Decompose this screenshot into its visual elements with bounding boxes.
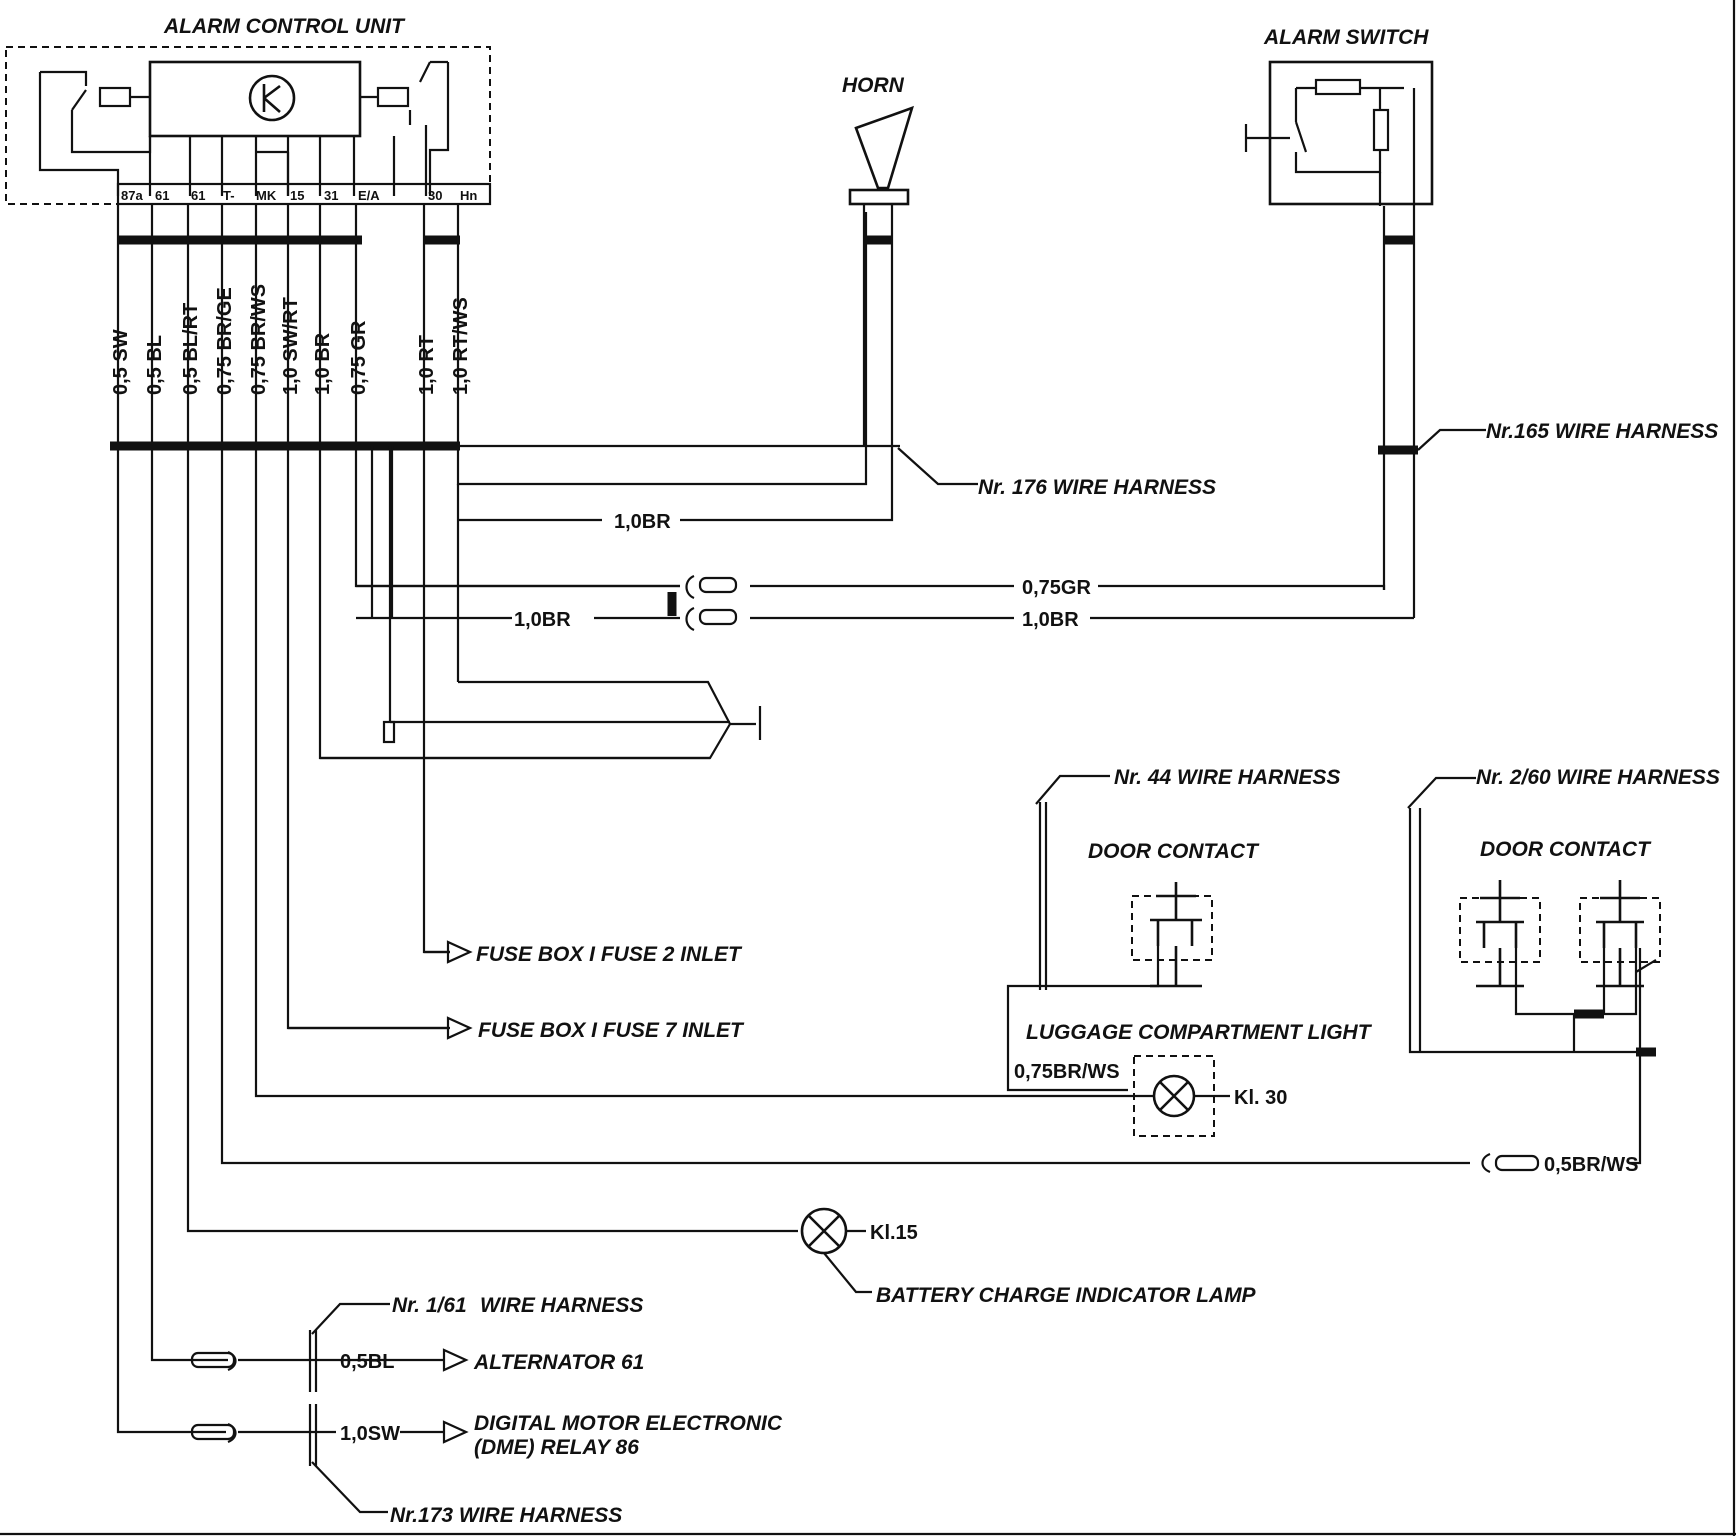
dest-fuse7: FUSE BOX I FUSE 7 INLET (478, 1019, 745, 1042)
pin-87a: 87a (121, 188, 143, 203)
wire-075-brge: 0,75 BR/GE (214, 287, 236, 395)
dest-dme-line1: DIGITAL MOTOR ELECTRONIC (474, 1412, 783, 1435)
harness-nr161-text: WIRE HARNESS (480, 1294, 643, 1317)
door-contact-2-title: DOOR CONTACT (1480, 838, 1652, 861)
kl15: Kl.15 (870, 1222, 918, 1244)
luggage-light (1133, 1055, 1230, 1137)
battery-charge-lamp (800, 1207, 872, 1294)
pin-31: 31 (324, 188, 338, 203)
harness-nr165: Nr.165 WIRE HARNESS (1486, 420, 1718, 443)
wire-10-rt: 1,0 RT (416, 335, 438, 395)
pin-t: T- (223, 188, 235, 203)
wire-label-br-switch: 1,0BR (1022, 609, 1079, 631)
connector-block (667, 574, 738, 632)
harness-nr173 (190, 1404, 469, 1514)
dest-fuse2: FUSE BOX I FUSE 2 INLET (476, 943, 743, 966)
wire-05-sw: 0,5 SW (110, 329, 132, 395)
pin-mk: MK (256, 188, 277, 203)
harness-nr44: Nr. 44 WIRE HARNESS (1114, 766, 1340, 789)
pin-61a: 61 (155, 188, 169, 203)
wire-label-bl-alt: 0,5BL (340, 1351, 394, 1373)
door-contact-1 (1116, 882, 1213, 988)
harness-nr173: Nr.173 WIRE HARNESS (390, 1504, 622, 1527)
dest-dme-line2: (DME) RELAY 86 (474, 1436, 639, 1459)
wire-label-br-left: 1,0BR (514, 609, 571, 631)
door-contact-1-title: DOOR CONTACT (1088, 840, 1260, 863)
wire-075-brws: 0,75 BR/WS (248, 284, 270, 395)
wire-05-blrt: 0,5 BL/RT (180, 303, 202, 395)
alarm-control-unit-title: ALARM CONTROL UNIT (163, 15, 406, 38)
wire-label-sw-dme: 1,0SW (340, 1423, 400, 1445)
door-contact-2 (1459, 880, 1661, 1052)
alarm-switch-title: ALARM SWITCH (1263, 26, 1429, 49)
wire-05-bl: 0,5 BL (144, 335, 166, 395)
harness-nr260: Nr. 2/60 WIRE HARNESS (1476, 766, 1720, 789)
alarm-switch (1244, 60, 1434, 618)
battery-lamp-label: BATTERY CHARGE INDICATOR LAMP (876, 1284, 1257, 1307)
pin-ea: E/A (358, 188, 380, 203)
wire-075-gr: 0,75 GR (348, 320, 370, 395)
wire-label-gr-switch: 0,75GR (1022, 577, 1091, 599)
pin-15: 15 (290, 188, 304, 203)
wire-10-rtws: 1,0 RT/WS (450, 297, 472, 395)
harness-nr161-num: Nr. 1/61 (392, 1294, 467, 1317)
harness-nr161 (190, 1302, 469, 1392)
dest-alternator: ALTERNATOR 61 (473, 1351, 644, 1374)
kl30: Kl. 30 (1234, 1087, 1287, 1109)
wire-label-br-horn: 1,0BR (614, 511, 671, 533)
luggage-light-title: LUGGAGE COMPARTMENT LIGHT (1026, 1021, 1373, 1044)
wire-label-brws-lug: 0,75BR/WS (1014, 1061, 1120, 1083)
alarm-control-unit (5, 46, 492, 206)
horn (848, 105, 914, 446)
pin-30: 30 (428, 188, 442, 203)
wire-label-brws-door: 0,5BR/WS (1544, 1154, 1638, 1176)
harness-nr176: Nr. 176 WIRE HARNESS (978, 476, 1216, 499)
wire-10-br: 1,0 BR (312, 332, 334, 395)
pin-hn: Hn (460, 188, 477, 203)
horn-title: HORN (842, 74, 905, 97)
wire-10-swrt: 1,0 SW/RT (280, 297, 302, 395)
wire-labels-vertical: 0,5 SW 0,5 BL 0,5 BL/RT 0,75 BR/GE 0,75 … (110, 284, 472, 395)
pin-61b: 61 (191, 188, 205, 203)
pin-labels: 87a 61 61 T- MK 15 31 E/A 30 Hn (121, 188, 477, 203)
